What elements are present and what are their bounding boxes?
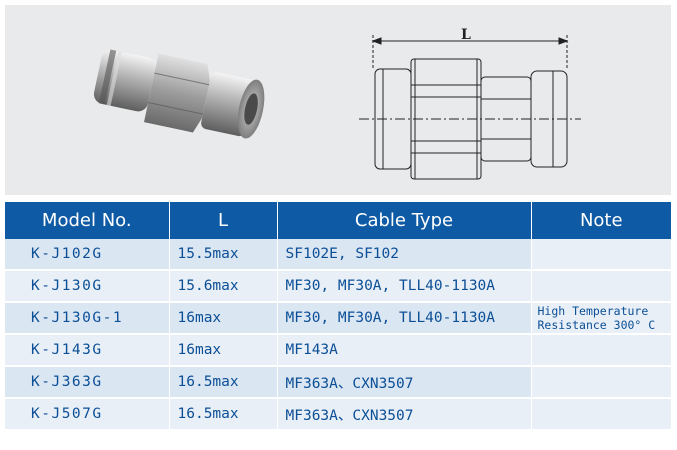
length-cell: 16.5max <box>169 366 278 399</box>
note-cell <box>531 334 671 367</box>
model-cell: K-J130G <box>5 270 170 303</box>
length-cell: 16.5max <box>169 398 278 431</box>
cable-cell: MF30, MF30A, TLL40-1130A <box>277 302 532 335</box>
header-length: L <box>169 202 278 239</box>
table-row: K-J507G 16.5max MF363A、CXN3507 <box>5 398 671 431</box>
note-cell <box>531 366 671 399</box>
note-line: Resistance 300° C <box>537 318 656 332</box>
cable-cell: MF363A、CXN3507 <box>277 398 532 431</box>
length-cell: 15.6max <box>169 270 278 303</box>
technical-drawing <box>359 35 581 180</box>
table-row: K-J143G 16max MF143A <box>5 334 671 367</box>
note-cell-high-temp: High Temperature Resistance 300° C <box>531 302 671 335</box>
length-cell: 15.5max <box>169 239 278 271</box>
header-cable-type: Cable Type <box>277 202 532 239</box>
table-row: K-J130G 15.6max MF30, MF30A, TLL40-1130A <box>5 270 671 303</box>
model-cell: K-J130G-1 <box>5 302 170 335</box>
length-cell: 16max <box>169 334 278 367</box>
note-cell <box>531 239 671 271</box>
cable-cell: MF143A <box>277 334 532 367</box>
model-cell: K-J363G <box>5 366 170 399</box>
table-row: K-J130G-1 16max MF30, MF30A, TLL40-1130A… <box>5 302 671 335</box>
cable-cell: SF102E, SF102 <box>277 239 532 271</box>
model-cell: K-J102G <box>5 239 170 271</box>
product-image-panel: L <box>5 5 671 195</box>
cable-cell: MF30, MF30A, TLL40-1130A <box>277 270 532 303</box>
note-cell <box>531 398 671 431</box>
connector-photo <box>93 49 265 139</box>
model-cell: K-J143G <box>5 334 170 367</box>
length-cell: 16max <box>169 302 278 335</box>
header-note: Note <box>531 202 671 239</box>
specification-table: Model No. L Cable Type Note K-J102G 15.5… <box>5 202 671 431</box>
header-model-no: Model No. <box>5 202 170 239</box>
cable-cell: MF363A、CXN3507 <box>277 366 532 399</box>
table-header-row: Model No. L Cable Type Note <box>5 202 671 239</box>
dimension-label-l: L <box>461 27 471 43</box>
table-row: K-J363G 16.5max MF363A、CXN3507 <box>5 366 671 399</box>
table-row: K-J102G 15.5max SF102E, SF102 <box>5 239 671 271</box>
note-line: High Temperature <box>537 304 649 318</box>
note-cell <box>531 270 671 303</box>
model-cell: K-J507G <box>5 398 170 431</box>
